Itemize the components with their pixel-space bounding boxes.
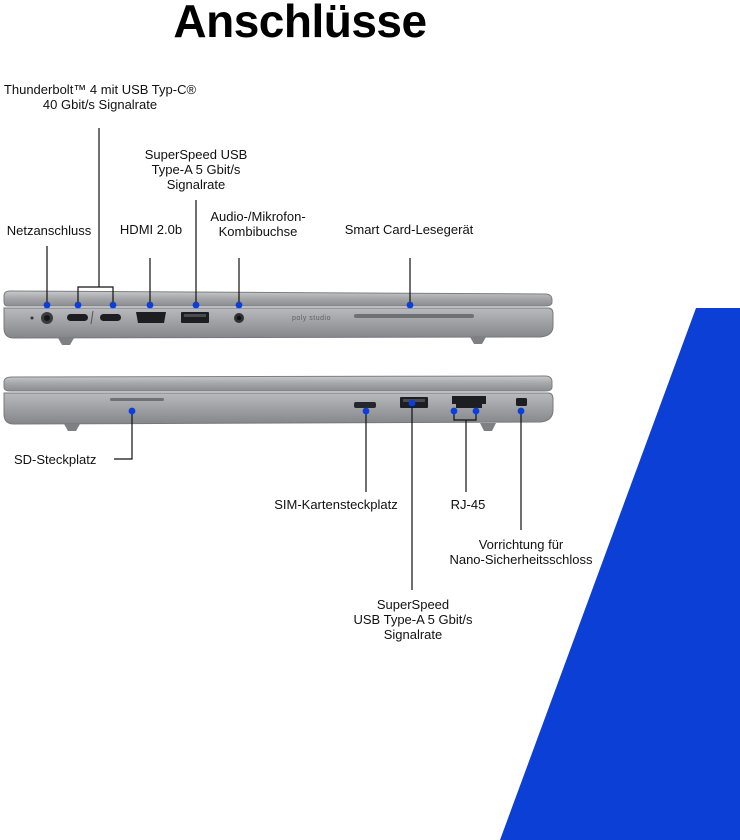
- label-line: Type-A 5 Gbit/s: [151, 162, 241, 177]
- label-line: Kombibuchse: [218, 224, 298, 239]
- label-line: 40 Gbit/s Signalrate: [42, 97, 158, 112]
- label-superspeed-bottom: SuperSpeed USB Type-A 5 Gbit/s Signalrat…: [348, 597, 478, 642]
- page-title: Anschlüsse: [173, 0, 427, 47]
- label-netzanschluss: Netzanschluss: [6, 223, 92, 238]
- marker-dot: [408, 399, 416, 407]
- label-line: Signalrate: [166, 177, 226, 192]
- label-line: USB Type-A 5 Gbit/s: [353, 612, 473, 627]
- label-line: Vorrichtung für: [478, 537, 564, 552]
- label-line: SuperSpeed USB: [144, 147, 248, 162]
- marker-dot: [362, 407, 370, 415]
- label-sim: SIM-Kartensteckplatz: [274, 497, 398, 512]
- marker-dot: [235, 301, 243, 309]
- label-line: Thunderbolt™ 4 mit USB Typ-C®: [3, 82, 197, 97]
- marker-dot: [43, 301, 51, 309]
- blue-accent-panel: [500, 308, 740, 840]
- brand-text: poly studio: [292, 315, 331, 322]
- marker-dot: [109, 301, 117, 309]
- label-line: Audio-/Mikrofon-: [210, 209, 306, 224]
- label-sd: SD-Steckplatz: [14, 452, 97, 467]
- label-thunderbolt: Thunderbolt™ 4 mit USB Typ-C® 40 Gbit/s …: [2, 82, 198, 112]
- label-audio: Audio-/Mikrofon- Kombibuchse: [196, 209, 320, 239]
- marker-dot: [128, 407, 136, 415]
- label-nano: Vorrichtung für Nano-Sicherheitsschloss: [436, 537, 606, 567]
- marker-dot: [450, 407, 458, 415]
- marker-dot: [146, 301, 154, 309]
- label-rj45: RJ-45: [450, 497, 486, 512]
- leader-lines: [46, 128, 522, 590]
- label-hdmi: HDMI 2.0b: [119, 222, 183, 237]
- label-line: Nano-Sicherheitsschloss: [449, 552, 593, 567]
- marker-dot: [406, 301, 414, 309]
- marker-dot: [472, 407, 480, 415]
- laptop-right-side: [3, 375, 554, 431]
- marker-dot: [517, 407, 525, 415]
- port-markers: [43, 301, 525, 415]
- marker-dot: [192, 301, 200, 309]
- label-line: Signalrate: [383, 627, 443, 642]
- label-line: SuperSpeed: [376, 597, 450, 612]
- marker-dot: [74, 301, 82, 309]
- label-smartcard: Smart Card-Lesegerät: [344, 222, 474, 237]
- laptop-left-side: poly studio: [3, 290, 554, 345]
- label-superspeed-top: SuperSpeed USB Type-A 5 Gbit/s Signalrat…: [136, 147, 256, 192]
